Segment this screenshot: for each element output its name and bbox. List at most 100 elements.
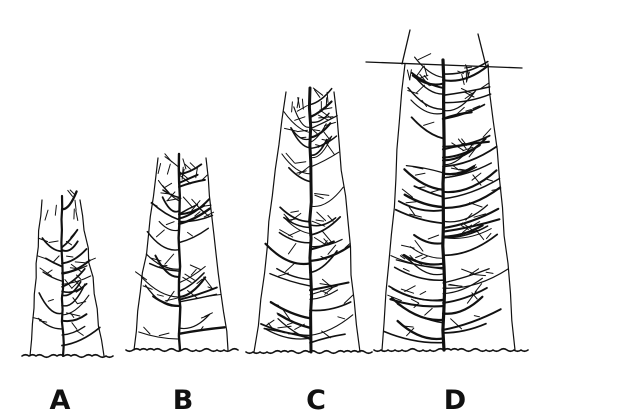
label-d: D xyxy=(435,386,475,416)
branch xyxy=(39,293,62,314)
twig xyxy=(406,202,416,203)
twig xyxy=(315,195,324,198)
twig xyxy=(425,308,433,315)
twig xyxy=(338,317,345,319)
ground-line xyxy=(22,355,113,358)
outline-left xyxy=(30,200,42,356)
twig xyxy=(157,230,165,237)
twig xyxy=(67,256,73,257)
twig xyxy=(183,197,192,207)
branch xyxy=(279,233,310,243)
twig xyxy=(190,163,195,168)
branch xyxy=(406,166,443,173)
twig xyxy=(166,222,174,225)
label-b: B xyxy=(163,386,203,416)
branch xyxy=(147,232,179,250)
branch xyxy=(62,295,89,315)
tip xyxy=(292,102,293,112)
branch xyxy=(62,328,100,346)
twig xyxy=(322,231,332,242)
twig xyxy=(47,270,53,274)
twig xyxy=(144,327,150,334)
twig xyxy=(38,256,49,260)
twig xyxy=(487,179,493,181)
tip xyxy=(55,205,56,215)
branch xyxy=(155,256,179,277)
twig xyxy=(420,291,426,294)
cut-guide-line xyxy=(402,30,410,64)
twig xyxy=(418,54,431,60)
ground-line xyxy=(126,349,238,352)
ground-line xyxy=(374,349,528,352)
twig xyxy=(320,284,333,286)
branch xyxy=(411,100,443,114)
branch xyxy=(395,267,443,280)
outline-left xyxy=(254,92,286,352)
twig xyxy=(278,273,288,276)
branch xyxy=(42,238,62,251)
twig xyxy=(190,265,200,270)
twig xyxy=(487,233,491,238)
twig xyxy=(314,130,320,131)
outline-right xyxy=(488,64,515,350)
outline-right xyxy=(334,92,360,352)
twig xyxy=(424,122,434,125)
branch xyxy=(443,87,490,95)
twig xyxy=(402,245,415,248)
branch xyxy=(179,228,208,242)
tip xyxy=(167,164,170,174)
tip xyxy=(326,98,327,108)
branch xyxy=(159,222,179,231)
branch xyxy=(158,180,179,201)
label-a: A xyxy=(40,386,80,416)
ground-line xyxy=(246,351,372,354)
twig xyxy=(295,162,306,164)
twig xyxy=(322,331,331,338)
twig xyxy=(159,333,169,336)
tip xyxy=(76,211,78,221)
tip xyxy=(302,99,303,109)
twig xyxy=(474,275,485,276)
twig xyxy=(72,323,77,330)
tree-a xyxy=(22,190,113,357)
twig xyxy=(416,85,424,93)
tree-b xyxy=(126,154,238,351)
branch xyxy=(310,187,343,206)
twig xyxy=(287,323,292,325)
twig xyxy=(422,256,428,259)
twig xyxy=(75,262,84,263)
twig xyxy=(286,263,295,271)
twig xyxy=(315,194,329,196)
twig xyxy=(48,300,53,302)
branch xyxy=(415,57,443,77)
twig xyxy=(289,230,301,235)
twig xyxy=(416,255,423,258)
tree-c xyxy=(246,88,372,353)
tip xyxy=(158,164,161,174)
twig xyxy=(474,316,479,317)
twig xyxy=(40,321,47,322)
twig xyxy=(136,272,147,280)
tip xyxy=(45,210,48,220)
twig xyxy=(465,67,472,68)
twig xyxy=(165,183,171,187)
twig xyxy=(288,244,296,254)
twig xyxy=(78,302,86,304)
twig xyxy=(165,298,178,301)
branch xyxy=(289,168,310,182)
branch xyxy=(310,315,353,336)
branch xyxy=(266,244,311,264)
twig xyxy=(71,229,78,237)
twig xyxy=(301,137,306,138)
tip xyxy=(75,200,76,210)
branch xyxy=(398,321,443,339)
twig xyxy=(183,277,191,282)
label-c: C xyxy=(296,386,336,416)
outline-right xyxy=(206,158,228,350)
twig xyxy=(428,235,438,239)
trunk xyxy=(61,196,63,356)
twig xyxy=(403,269,409,272)
branch xyxy=(412,117,443,138)
